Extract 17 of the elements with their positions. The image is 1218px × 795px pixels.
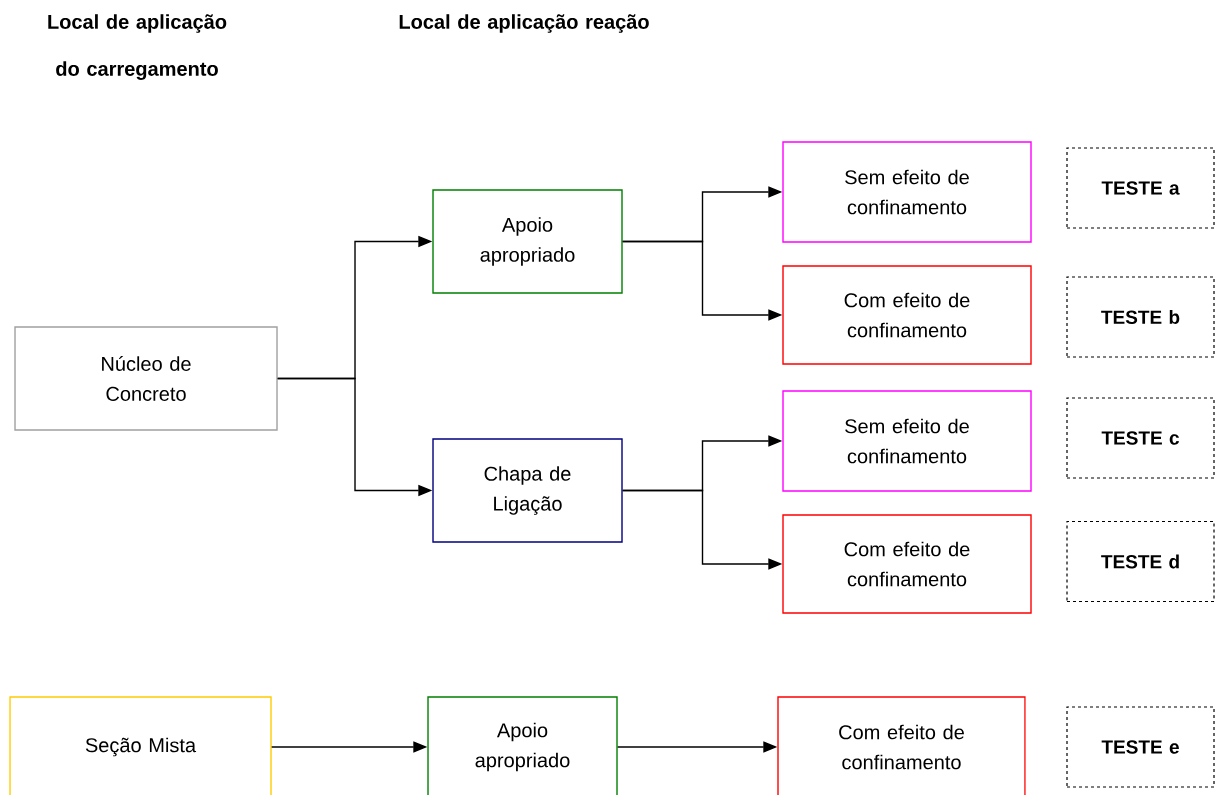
process-box: Chapa de Ligação xyxy=(432,438,623,543)
column-heading: Local de aplicação reação xyxy=(399,14,649,33)
process-box: Sem efeito de confinamento xyxy=(782,390,1032,492)
test-box: TESTE d xyxy=(1066,520,1215,603)
test-box: TESTE c xyxy=(1066,397,1215,479)
column-heading: Local de aplicação do carregamento xyxy=(48,14,227,80)
process-box: Apoio apropriado xyxy=(432,189,623,294)
process-box: Seção Mista xyxy=(9,696,272,795)
test-box: TESTE e xyxy=(1066,706,1215,788)
process-box: Com efeito de confinamento xyxy=(777,696,1026,795)
process-box: Sem efeito de confinamento xyxy=(782,141,1032,243)
test-box: TESTE b xyxy=(1066,276,1215,358)
test-box: TESTE a xyxy=(1066,147,1215,229)
process-box: Apoio apropriado xyxy=(427,696,618,795)
process-box: Núcleo de Concreto xyxy=(14,326,278,431)
process-box: Com efeito de confinamento xyxy=(782,514,1032,614)
process-box: Com efeito de confinamento xyxy=(782,265,1032,365)
